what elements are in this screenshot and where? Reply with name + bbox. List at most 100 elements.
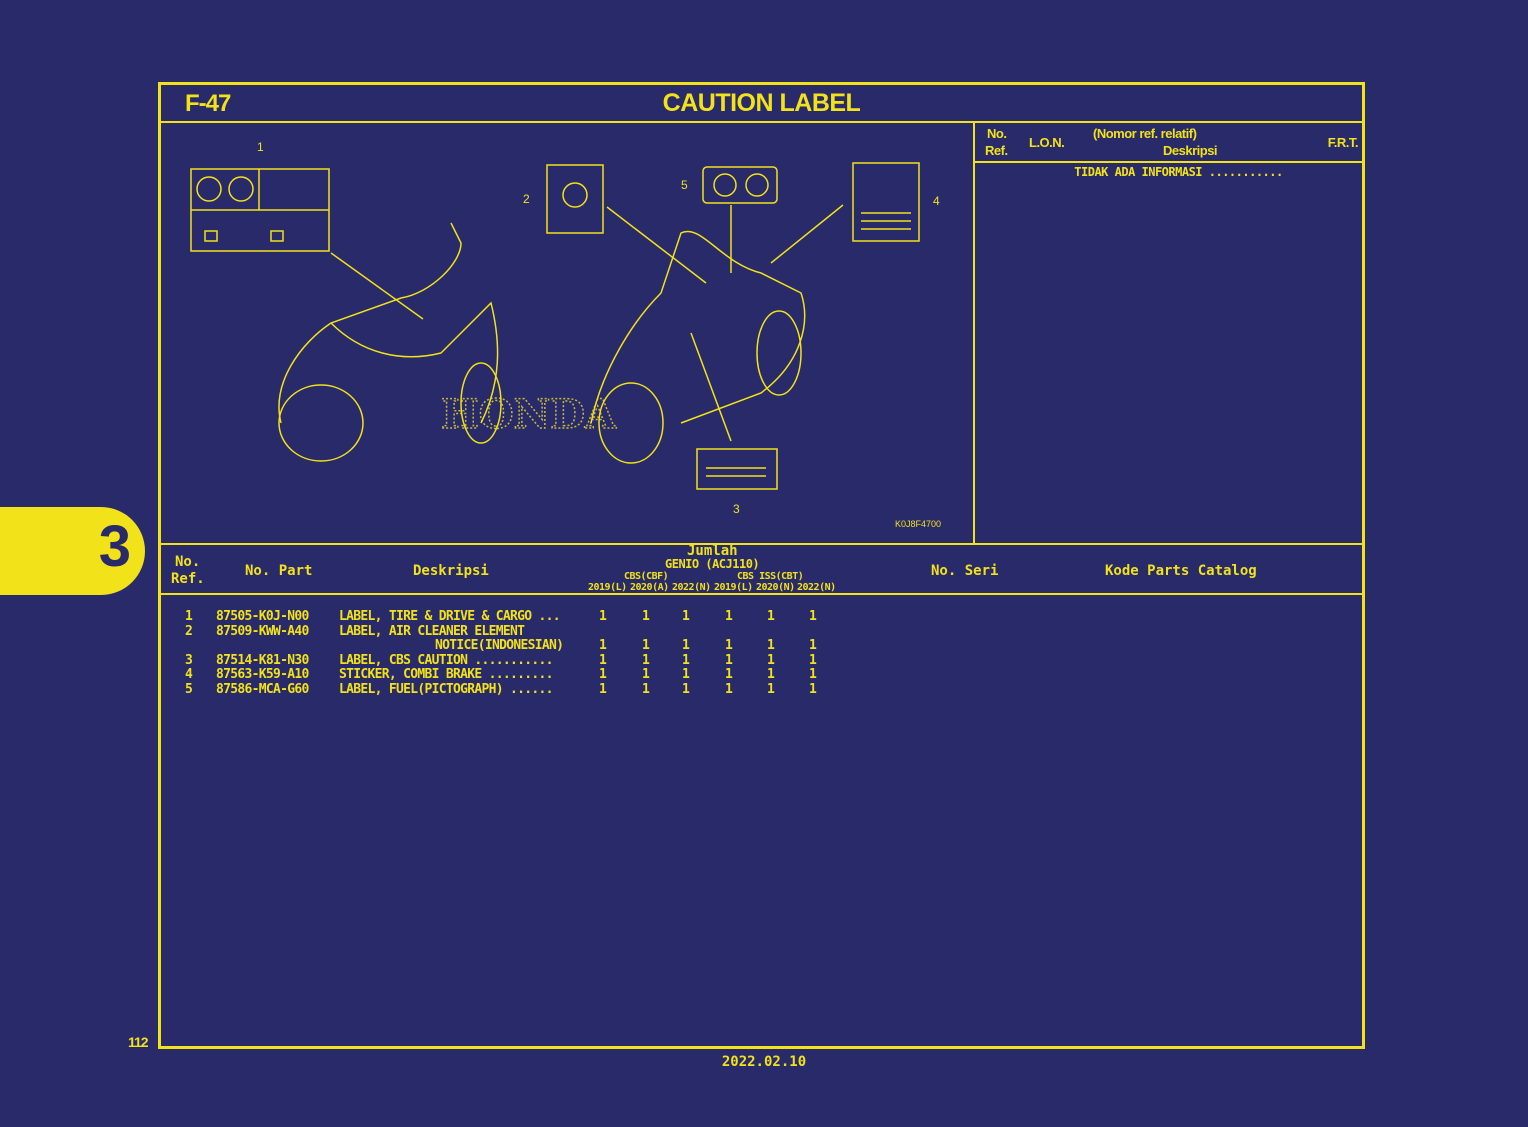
col-model: GENIO (ACJ110)	[665, 557, 760, 571]
table-row[interactable]: 2 87509-KWW-A40 LABEL, AIR CLEANER ELEMENT	[161, 624, 1362, 639]
part-description-cont: NOTICE(INDONESIAN)	[435, 638, 564, 653]
col-group-cbs-iss: CBS ISS(CBT)	[737, 571, 804, 582]
lon-frt: F.R.T.	[1327, 135, 1359, 150]
ref-number: 2	[185, 623, 193, 639]
parts-table-body: 1 87505-K0J-N00 LABEL, TIRE & DRIVE & CARG…	[161, 609, 1362, 697]
quantity: 1	[642, 667, 650, 682]
callout-3: 3	[733, 502, 740, 516]
table-row[interactable]: 4 87563-K59-A10 STICKER, COMBI BRAKE .....…	[161, 667, 1362, 682]
lon-info: TIDAK ADA INFORMASI ...........	[1074, 165, 1283, 179]
col-group-cbs: CBS(CBF)	[624, 571, 669, 582]
quantity: 1	[725, 638, 733, 653]
quantity: 1	[599, 652, 607, 668]
quantity: 1	[682, 681, 690, 697]
quantity: 1	[767, 638, 775, 653]
quantity: 1	[809, 638, 817, 653]
label-5-icon	[702, 166, 778, 204]
label-3-icon	[696, 448, 778, 490]
col-year: 2019(L)	[588, 582, 627, 593]
col-year: 2019(L)	[714, 582, 753, 593]
section-number: 3	[98, 514, 131, 579]
part-description: LABEL, FUEL(PICTOGRAPH) ......	[339, 681, 554, 697]
lon-no-ref: No.	[987, 126, 1007, 141]
figure-code: F-47	[185, 90, 231, 117]
quantity: 1	[682, 667, 690, 682]
quantity: 1	[767, 667, 775, 682]
quantity: 1	[682, 638, 690, 653]
quantity: 1	[767, 652, 775, 668]
part-number: 87505-K0J-N00	[216, 609, 309, 624]
col-year: 2022(N)	[797, 582, 836, 593]
callout-1: 1	[257, 140, 264, 154]
quantity: 1	[599, 609, 607, 624]
lon-nomor: (Nomor ref. relatif)	[1093, 126, 1197, 141]
part-description: STICKER, COMBI BRAKE .........	[339, 667, 554, 682]
table-row[interactable]: 5 87586-MCA-G60 LABEL, FUEL(PICTOGRAPH) ..…	[161, 682, 1362, 697]
honda-watermark: HONDA	[441, 391, 617, 438]
quantity: 1	[809, 667, 817, 682]
quantity: 1	[642, 609, 650, 624]
callout-4: 4	[933, 194, 940, 208]
lon-label: L.O.N.	[1029, 135, 1065, 150]
quantity: 1	[682, 609, 690, 624]
table-row[interactable]: 1 87505-K0J-N00 LABEL, TIRE & DRIVE & CARG…	[161, 609, 1362, 624]
col-deskripsi: Deskripsi	[413, 563, 489, 579]
quantity: 1	[642, 681, 650, 697]
section-tab: 3	[0, 507, 145, 595]
quantity: 1	[725, 609, 733, 624]
page-title: CAUTION LABEL	[662, 89, 861, 117]
quantity: 1	[725, 681, 733, 697]
callout-2: 2	[523, 192, 530, 206]
quantity: 1	[809, 609, 817, 624]
table-row-continued: NOTICE(INDONESIAN) 1 1 1 1 1 1	[161, 638, 1362, 653]
col-year: 2022(N)	[672, 582, 711, 593]
ref-number: 5	[185, 681, 193, 697]
col-no-part: No. Part	[245, 563, 313, 579]
quantity: 1	[809, 652, 817, 668]
quantity: 1	[809, 681, 817, 697]
ref-number: 4	[185, 667, 193, 682]
col-ref: Ref.	[171, 571, 205, 587]
quantity: 1	[682, 652, 690, 668]
lon-panel: No. Ref. L.O.N. (Nomor ref. relatif) Des…	[975, 123, 1362, 543]
part-number: 87563-K59-A10	[216, 667, 309, 682]
lon-ref: Ref.	[985, 143, 1008, 158]
page-header: F-47 CAUTION LABEL	[161, 85, 1362, 123]
illustration-code: K0J8F4700	[894, 519, 941, 529]
col-kode: Kode Parts Catalog	[1105, 563, 1257, 579]
part-number: 87514-K81-N30	[216, 652, 309, 668]
lon-header: No. Ref. L.O.N. (Nomor ref. relatif) Des…	[975, 123, 1362, 163]
parts-illustration: HONDA 1 2 3 4 5 K0J8F4700	[161, 123, 975, 543]
scooter-diagram: HONDA 1 2 3 4 5	[190, 140, 940, 516]
quantity: 1	[642, 652, 650, 668]
parts-page-frame: F-47 CAUTION LABEL HONDA 1 2 3 4 5	[158, 82, 1365, 1049]
lon-deskripsi: Deskripsi	[1163, 143, 1218, 158]
quantity: 1	[725, 652, 733, 668]
quantity: 1	[725, 667, 733, 682]
label-4-icon	[852, 162, 920, 242]
col-no-ref: No.	[175, 554, 201, 570]
quantity: 1	[599, 681, 607, 697]
col-year: 2020(A)	[630, 582, 669, 593]
quantity: 1	[642, 638, 650, 653]
col-year: 2020(N)	[756, 582, 795, 593]
part-description: LABEL, TIRE & DRIVE & CARGO ...	[339, 609, 561, 624]
scooter-right-outline	[590, 230, 806, 424]
part-description: LABEL, CBS CAUTION ...........	[339, 652, 554, 668]
callout-5: 5	[681, 178, 688, 192]
label-2-icon	[546, 164, 604, 234]
parts-table-header: No. Ref. No. Part Deskripsi Jumlah GENIO…	[161, 543, 1362, 595]
page-number: 112	[128, 1034, 149, 1050]
col-no-seri: No. Seri	[931, 563, 999, 579]
part-description: LABEL, AIR CLEANER ELEMENT	[339, 623, 525, 639]
quantity: 1	[767, 609, 775, 624]
quantity: 1	[767, 681, 775, 697]
quantity: 1	[599, 638, 607, 653]
revision-date: 2022.02.10	[721, 1054, 807, 1070]
ref-number: 1	[185, 609, 193, 624]
quantity: 1	[599, 667, 607, 682]
scooter-left-outline	[278, 222, 499, 424]
part-number: 87509-KWW-A40	[216, 623, 309, 639]
part-number: 87586-MCA-G60	[216, 681, 309, 697]
